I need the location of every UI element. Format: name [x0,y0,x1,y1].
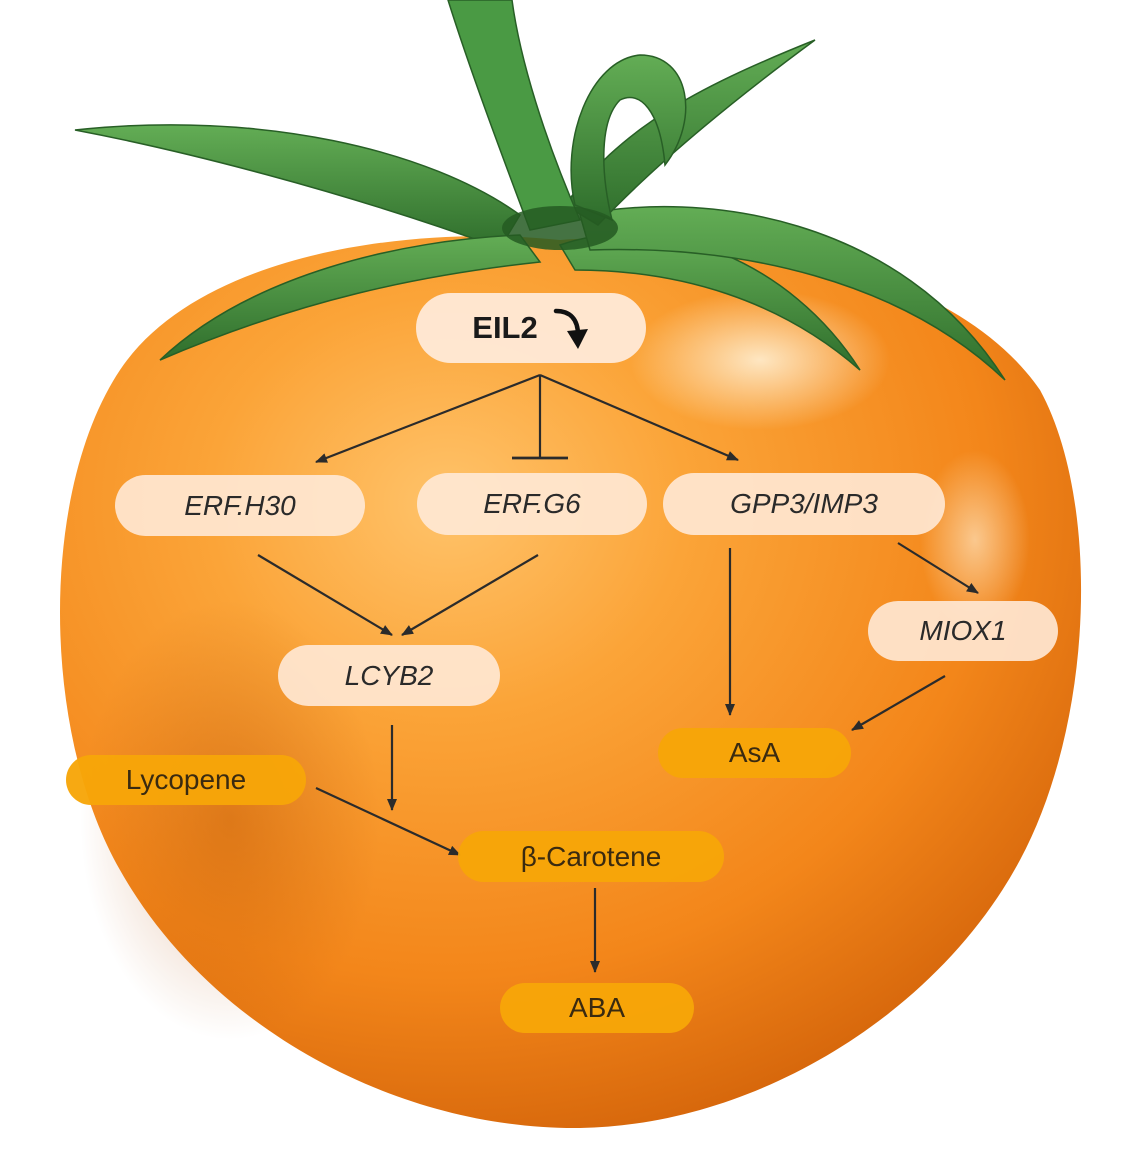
edge-gpp3-miox1 [897,542,979,594]
node-lycopene: Lycopene [66,755,306,805]
curved-down-arrow-icon [553,308,588,349]
tomato-shade [80,600,380,1040]
pathway-edges [257,373,979,973]
edge-eil2-gpp3 [539,373,739,462]
node-lycopene-label: Lycopene [125,764,247,795]
node-lcyb2-label: LCYB2 [344,659,434,691]
edge-erf-g6-lcyb2 [401,554,539,636]
node-erf-h30-label: ERF.H30 [184,489,296,521]
node-eil2: EIL2 [416,293,646,363]
tomato-highlight-right [920,450,1030,630]
edge-eil2-erf-h30 [315,373,541,464]
node-gpp3-imp3: GPP3/IMP3 [663,473,945,535]
node-erf-g6: ERF.G6 [417,473,647,535]
node-aba: ABA [500,983,694,1033]
node-eil2-label: EIL2 [472,310,538,345]
node-asa: AsA [658,728,851,778]
node-miox1: MIOX1 [868,601,1058,661]
node-aba-label: ABA [568,992,626,1023]
node-beta-carotene-label: β-Carotene [520,840,662,872]
node-miox1-label: MIOX1 [919,615,1007,646]
node-erf-g6-label: ERF.G6 [483,488,581,519]
stem-base [502,206,618,250]
node-lcyb2: LCYB2 [278,645,500,706]
edge-lycopene-beta-carotene [315,787,461,856]
edge-miox1-asa [851,675,946,731]
node-asa-label: AsA [728,737,781,768]
tomato-sepals [74,0,1006,381]
node-erf-h30: ERF.H30 [115,475,365,536]
node-gpp3-imp3-label: GPP3/IMP3 [730,488,878,519]
edge-erf-h30-lcyb2 [257,554,393,636]
node-beta-carotene: β-Carotene [458,831,724,882]
